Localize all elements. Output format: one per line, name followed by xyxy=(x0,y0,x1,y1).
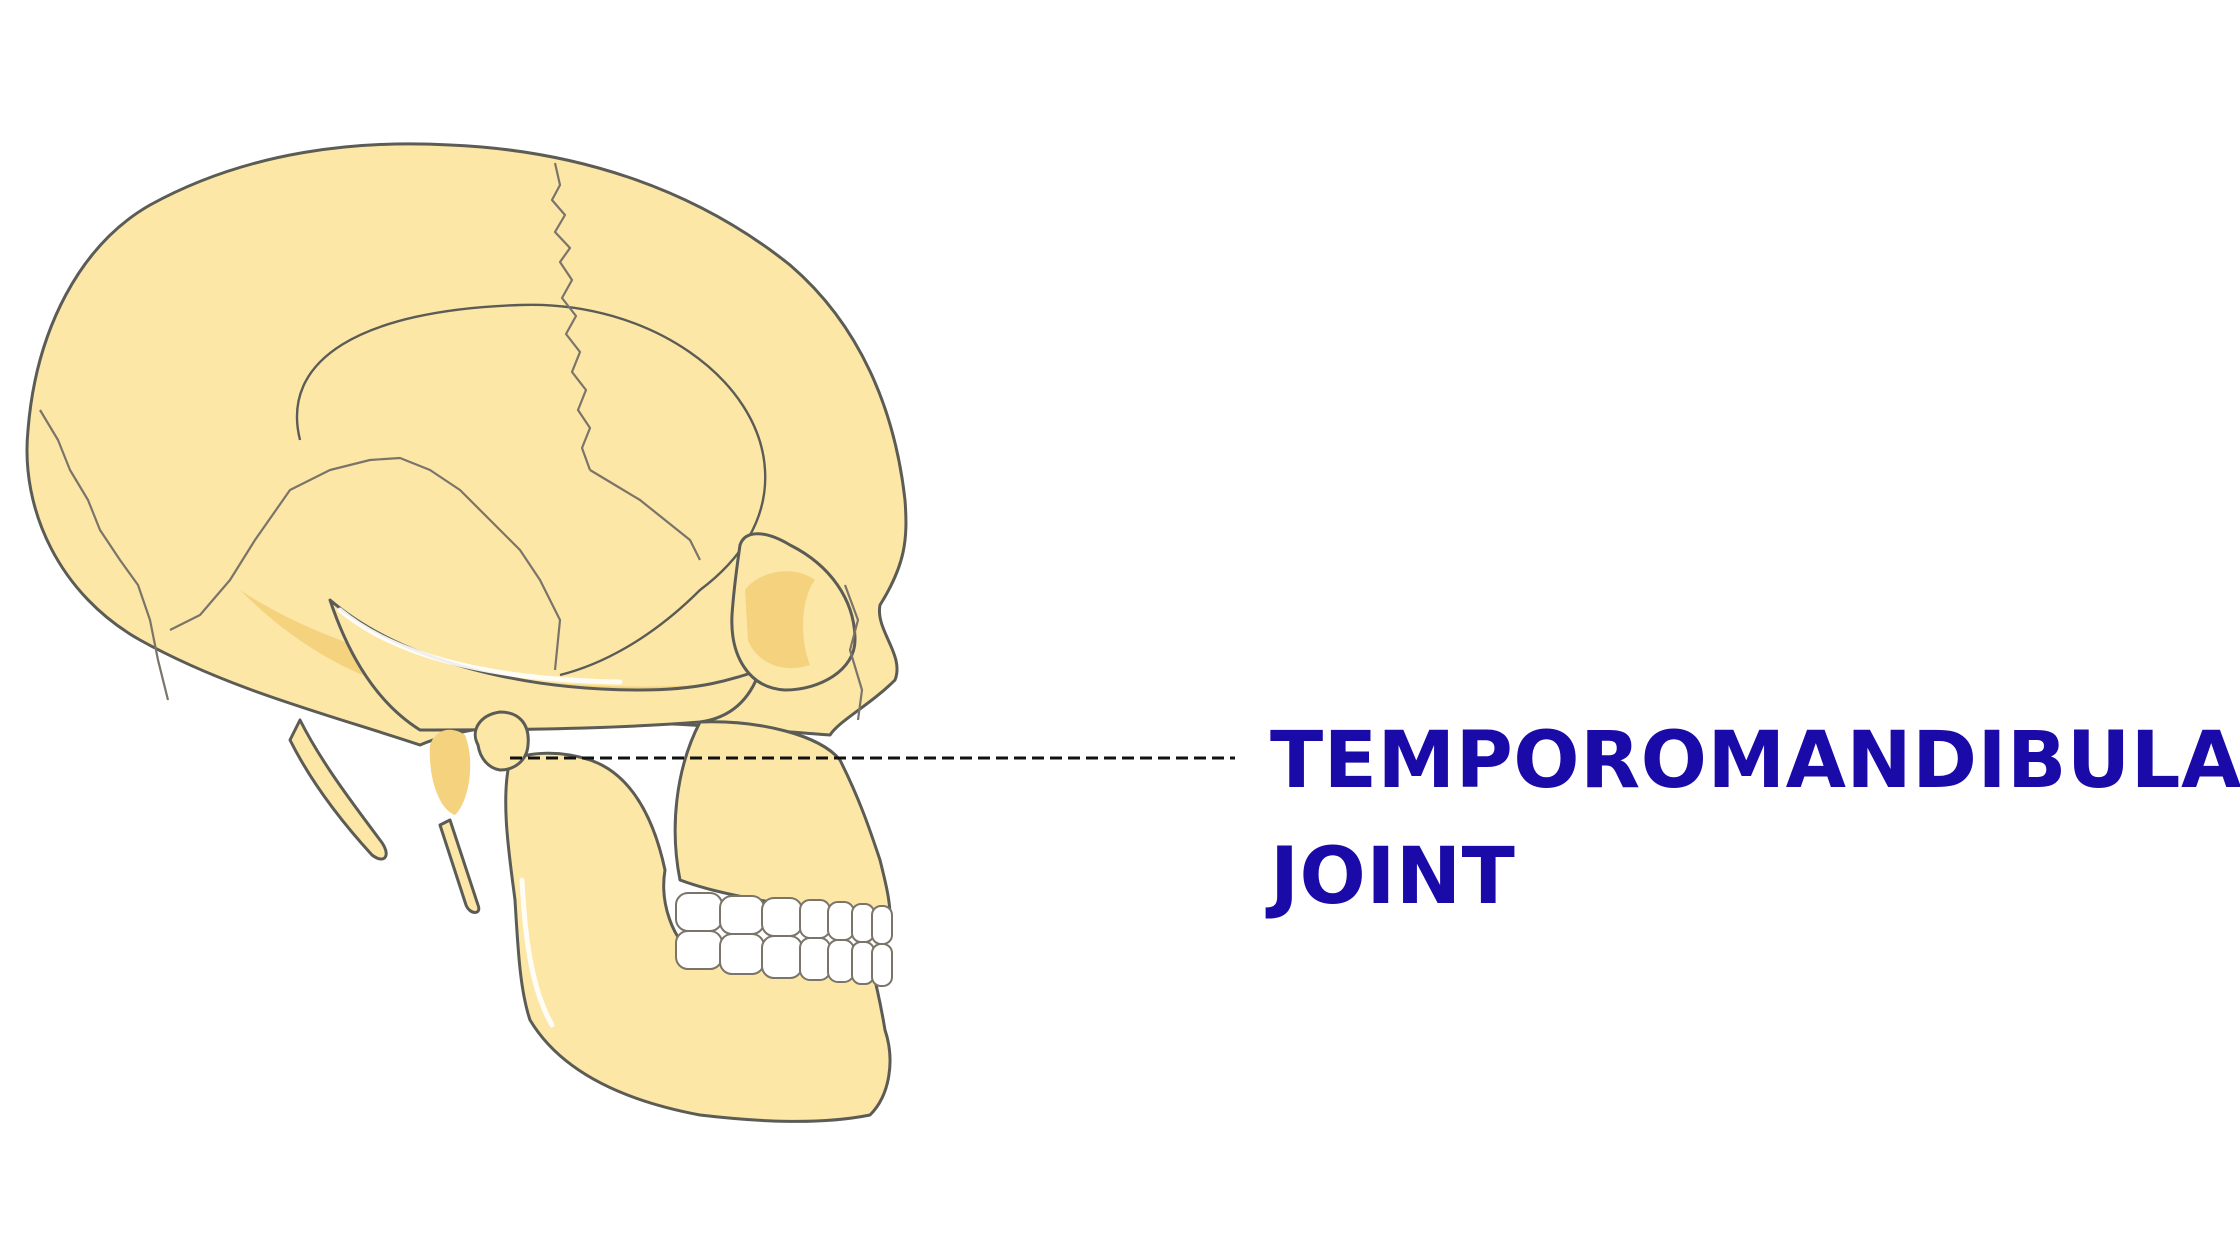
upper-teeth xyxy=(675,892,893,945)
mandibular-condyle xyxy=(473,710,530,772)
styloid-process xyxy=(438,818,481,914)
zygomatic-arch xyxy=(328,598,762,732)
lower-teeth xyxy=(675,930,893,987)
mandible-highlight xyxy=(519,877,555,1028)
coronal-suture xyxy=(550,162,592,471)
structure-label-line-2: JOINT xyxy=(1270,832,1516,922)
mandible xyxy=(504,751,892,1123)
arch-highlight xyxy=(337,607,623,685)
orbit-shadow xyxy=(745,571,815,669)
maxilla xyxy=(673,720,892,917)
squamosal-suture xyxy=(169,456,562,671)
temporal-line xyxy=(295,303,767,677)
structure-label-line-1: TEMPOROMANDIBULAR xyxy=(1270,716,2240,806)
articular-fossa xyxy=(429,729,471,815)
sphenoid-suture xyxy=(589,469,701,561)
lambdoid-suture xyxy=(39,409,170,701)
nasal-suture xyxy=(843,584,864,721)
mastoid-process xyxy=(288,718,388,861)
